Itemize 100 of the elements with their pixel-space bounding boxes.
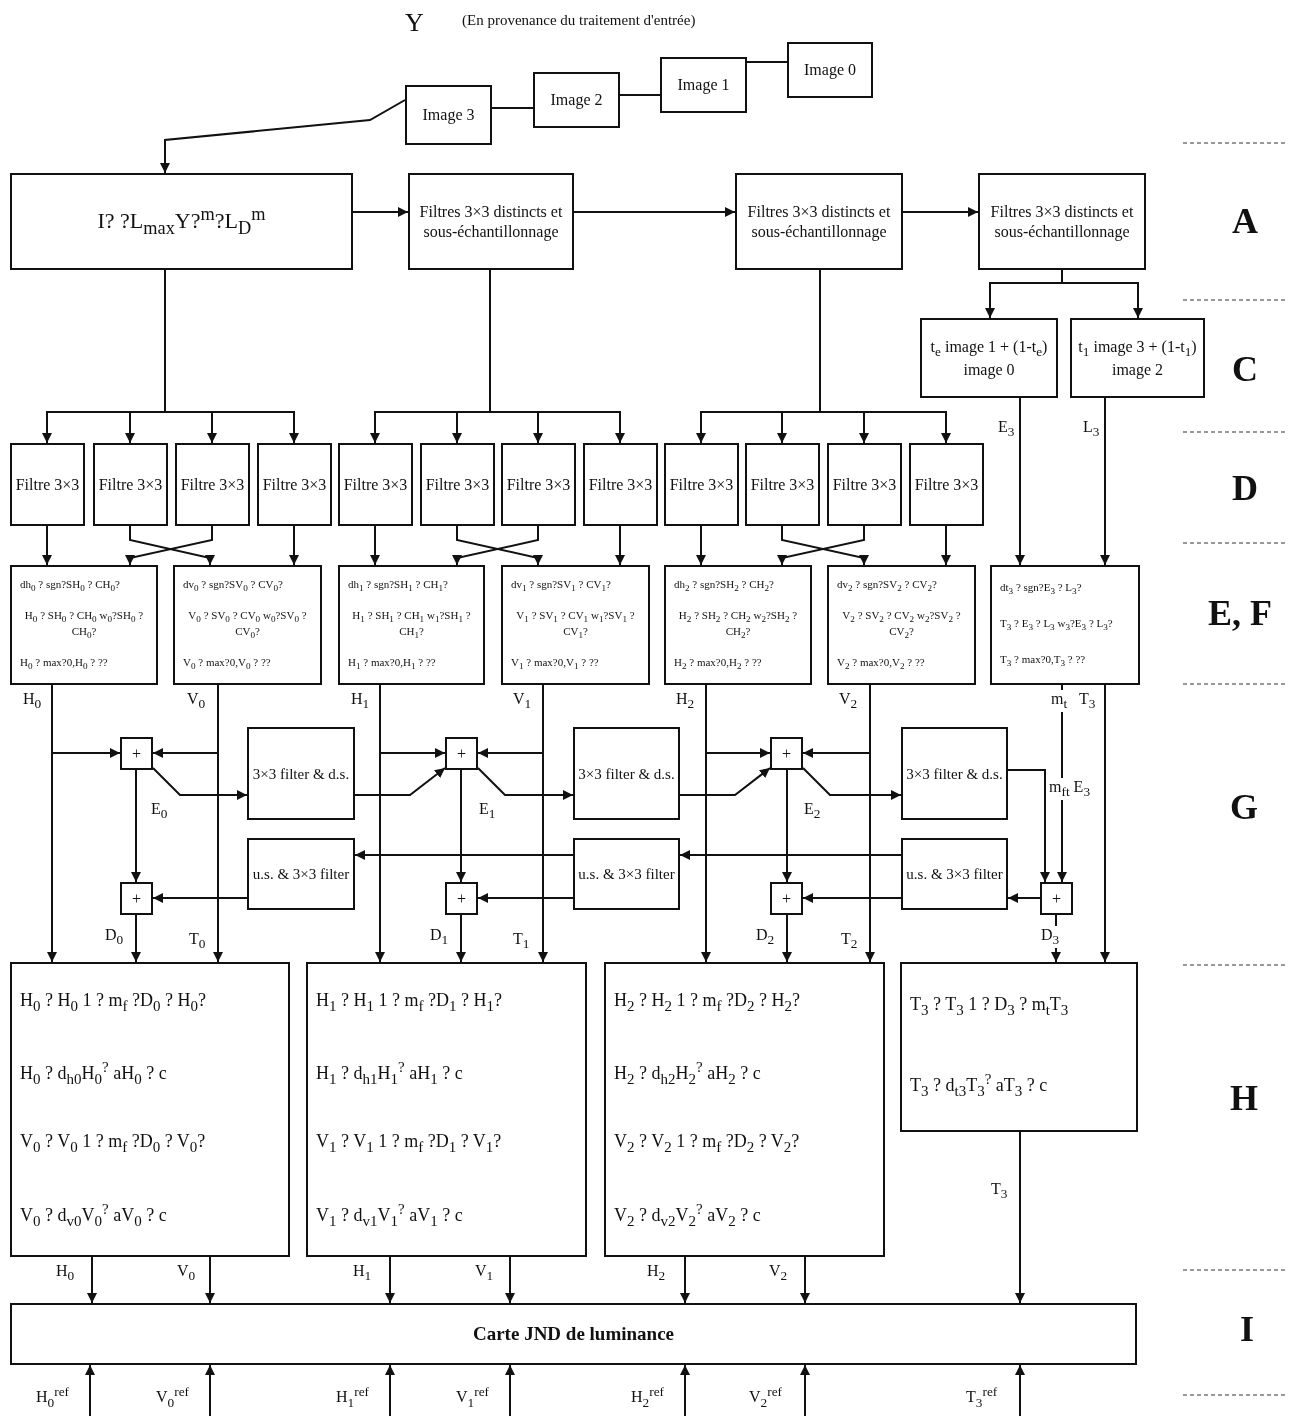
box-label: 3×3 filter & d.s. [906,764,1003,783]
box-label: u.s. & 3×3 filter [252,865,350,883]
arrow [865,684,875,963]
plus-sign: + [457,743,466,764]
arrow [85,1364,95,1416]
arrow [819,269,951,444]
box-label: Image 3 [422,105,475,125]
box-label: Image 2 [550,90,603,110]
formula-text: H$_{1}$ ? d$_{h1}$H$_{1}$$^{?}$ aH$_{1}$ ? c [316,1058,463,1088]
filter-box [901,727,1008,820]
arrow [352,207,409,217]
filter-box [175,443,250,526]
formula-text: dv$_{2}$ ? sgn?SV$_{2}$ ? CV$_{2}$? [837,578,937,595]
arrow [131,914,141,963]
formula-text: V$_{0}$ ? d$_{v0}$V$_{0}$$^{?}$ aV$_{0}$ ? c [20,1199,167,1230]
formula-text: dh$_{2}$ ? sgn?SH$_{2}$ ? CH$_{2}$? [674,578,774,595]
arrow [782,769,792,883]
source-note: (En provenance du traitement d'entrée) [462,12,696,29]
box-label: Filtres 3×3 distincts et sous-échantillonnage [746,202,892,241]
box-label: Filtre 3×3 [588,474,653,495]
formula-box [604,962,885,1257]
arrow [205,1256,215,1304]
arrow [1015,397,1025,566]
stage-letter: C [1232,348,1258,390]
formula-box [664,565,812,685]
filter-bank-box [735,173,903,270]
box-label: Filtre 3×3 [832,474,897,495]
box-label: Carte JND de luminance [472,1322,675,1346]
formula-text: V$_{0}$ ? SV$_{0}$ ? CV$_{0}$ w$_{0}$?SV$_{0}$ ? CV$_{0}$? [187,608,308,642]
box-label: Filtre 3×3 [425,474,490,495]
filter-box [909,443,984,526]
image-frame-box [660,57,747,113]
arrow [505,1364,515,1416]
filter-bank-box [978,173,1146,270]
arrow [477,893,574,903]
filter-box [501,443,576,526]
stage-letter: H [1230,1077,1258,1119]
box-label: Image 0 [804,60,856,80]
formula-box [827,565,976,685]
box-label: 3×3 filter & d.s. [578,764,675,783]
formula-text: H$_{1}$ ? SH$_{1}$ ? CH$_{1}$ w$_{1}$?SH$_{1}$ ? CH$_{1}$? [351,608,472,642]
filter-box [420,443,495,526]
signal-label: Y [405,8,424,38]
formula-text: T$_{3}$ ? T$_{3}$ 1 ? D$_{3}$ ? m$_{t}$T$_{3}$ [910,993,1069,1019]
box-label: Filtre 3×3 [669,474,734,495]
filter-box [583,443,658,526]
adder-box [120,737,153,770]
edge-label: D$_{3}$ [1040,926,1061,948]
formula-text: V$_{1}$ ? SV$_{1}$ ? CV$_{1}$ w$_{1}$?SV$_{1}$ ? CV$_{1}$? [515,608,636,642]
adder-box [770,882,803,915]
arrow [456,914,466,963]
stage-letter: E, F [1208,592,1272,634]
arrow [680,1256,690,1304]
arrow [152,893,248,903]
filter-box [573,727,680,820]
arrow [615,525,625,566]
arrow [152,767,248,800]
arrow [800,1256,810,1304]
filter-box [257,443,332,526]
formula-text: T$_{3}$ ? E$_{3}$ ? L$_{3}$ w$_{3}$?E$_{3}$ ? L$_{3}$? [1000,616,1113,634]
filter-box [10,443,85,526]
formula-box [900,962,1138,1132]
arrow [160,99,406,174]
arrow [131,769,141,883]
formula-box [501,565,650,685]
plus-sign: + [1052,888,1061,909]
plus-sign: + [782,743,791,764]
arrow [680,1364,690,1416]
arrow [941,525,951,566]
formula-text: H$_{2}$ ? H$_{2}$ 1 ? m$_{f}$ ?D$_{2}$ ? H$_{2}$? [614,989,800,1015]
box-label: t$_{e}$ image 1 + (1-t$_{e}$) image 0 [929,336,1049,380]
box-label: Filtres 3×3 distincts et sous-échantillonnage [989,202,1135,241]
formula-text: V$_{2}$ ? max?0,V$_{2}$ ? ?? [837,655,925,672]
box-label: Filtre 3×3 [914,474,979,495]
arrow [42,525,52,566]
stage-letter: A [1232,200,1258,242]
edge-label: m$_{ft}$ E$_{3}$ [1048,778,1092,800]
stage-letter: D [1232,467,1258,509]
arrow [385,1256,395,1304]
arrow [1100,397,1110,566]
arrow [385,1364,395,1416]
box-label: Filtre 3×3 [750,474,815,495]
formula-box [990,565,1140,685]
process-box [920,318,1058,398]
arrow [696,525,706,566]
arrow [782,914,792,963]
arrow [213,684,223,963]
arrow [1015,1364,1025,1416]
formula-text: H$_{2}$ ? d$_{h2}$H$_{2}$$^{?}$ aH$_{2}$ ? c [614,1058,761,1088]
process-box [1070,318,1205,398]
formula-text: dv$_{1}$ ? sgn?SV$_{1}$ ? CV$_{1}$? [511,578,611,595]
arrow [902,207,979,217]
formula-text: T$_{3}$ ? max?0,T$_{3}$ ? ?? [1000,652,1086,670]
adder-box [1040,882,1073,915]
formula-text: H$_{0}$ ? max?0,H$_{0}$ ? ?? [20,655,108,672]
filter-box [664,443,739,526]
formula-box [306,962,587,1257]
arrow [1051,914,1061,963]
box-label: Filtre 3×3 [98,474,163,495]
arrow [205,1364,215,1416]
